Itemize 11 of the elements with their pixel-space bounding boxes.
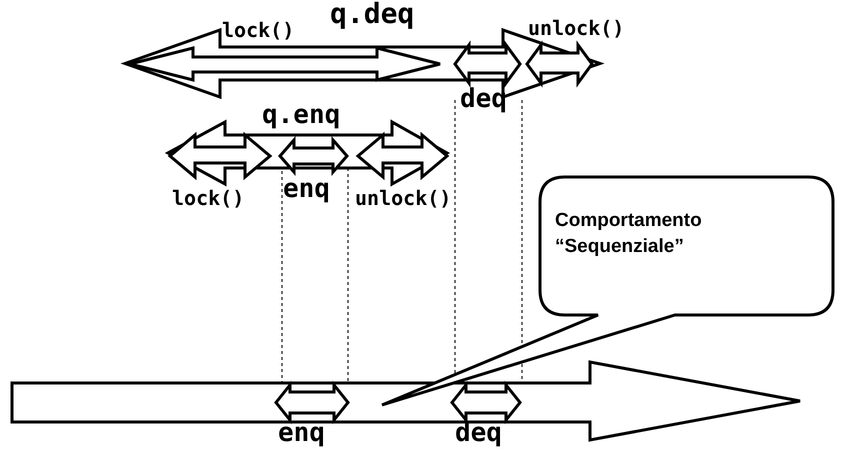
interval-label: q.enq [262, 102, 340, 128]
interval-label: lock() [222, 20, 294, 40]
interval-label: deq [460, 86, 507, 112]
interval-label: unlock() [528, 18, 624, 38]
interval-label: enq [283, 176, 330, 202]
callout-text: Comportamento “Sequenziale” [555, 209, 703, 259]
interval-label: q.deq [330, 0, 414, 28]
interval-label: enq [278, 420, 325, 446]
interval-label: deq [455, 420, 502, 446]
interval-label: lock() [172, 188, 244, 208]
interval-label: unlock() [355, 188, 452, 208]
